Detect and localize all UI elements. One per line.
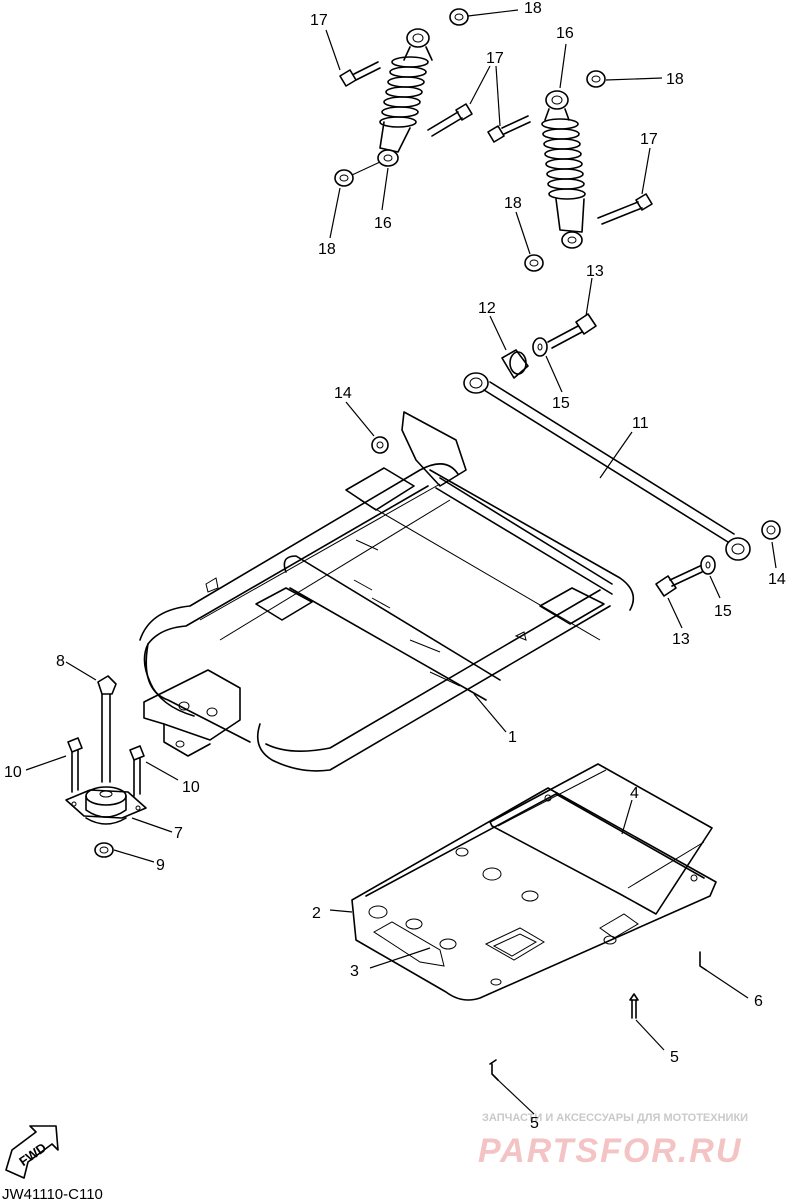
callout-18: 18: [318, 241, 336, 258]
callout-5: 5: [670, 1049, 679, 1066]
callout-13: 13: [586, 263, 604, 280]
engine-mount-nut[interactable]: [94, 842, 114, 858]
engine-mount-bolt-left[interactable]: [67, 737, 83, 793]
shock-right-lower-nut[interactable]: [524, 254, 544, 272]
callout-2: 2: [312, 905, 321, 922]
watermark: ЗАПЧАСТИ И АКСЕССУАРЫ ДЛЯ МОТОТЕХНИКИ PA…: [478, 1112, 748, 1170]
shock-left-lower-nut[interactable]: [334, 161, 381, 187]
shock-left-upper-bolt[interactable]: [339, 61, 381, 87]
main-frame[interactable]: [139, 411, 635, 772]
shock-left-lower-bolt[interactable]: [427, 103, 473, 137]
shock-absorber-right[interactable]: [541, 90, 586, 249]
floor-cover[interactable]: [489, 763, 713, 915]
callout-16: 16: [374, 215, 392, 232]
floor-insert-panel[interactable]: [373, 913, 639, 967]
callout-13: 13: [672, 631, 690, 648]
tie-rod[interactable]: [463, 372, 751, 561]
upper-tie-rod-bolt[interactable]: [547, 313, 597, 349]
diagram-code: JW41110-C110: [2, 1186, 103, 1202]
callout-18: 18: [504, 195, 522, 212]
callout-labels: 17 18 16 17 18 17 18 16 18 13 12 15 14 1…: [4, 0, 786, 1132]
shock-right-upper-nut[interactable]: [586, 70, 606, 88]
callout-11: 11: [632, 415, 649, 432]
callout-17: 17: [486, 50, 504, 67]
clip-6[interactable]: [699, 951, 707, 971]
frame-nut[interactable]: [371, 436, 389, 454]
fwd-label: FWD: [16, 1140, 49, 1169]
callout-1: 1: [508, 729, 517, 746]
shock-right-lower-bolt[interactable]: [597, 193, 653, 225]
callout-4: 4: [630, 785, 639, 802]
rivet-5a[interactable]: [629, 993, 639, 1019]
callout-14: 14: [768, 571, 786, 588]
callout-12: 12: [478, 300, 496, 317]
callout-16: 16: [556, 25, 574, 42]
callout-18: 18: [666, 71, 684, 88]
callout-6: 6: [754, 993, 763, 1010]
callout-5: 5: [530, 1115, 539, 1132]
upper-washer[interactable]: [532, 337, 548, 357]
callout-3: 3: [350, 963, 359, 980]
bushing[interactable]: [501, 349, 529, 379]
callout-17: 17: [640, 131, 658, 148]
callout-8: 8: [56, 653, 65, 670]
engine-mount-bolt-long[interactable]: [97, 675, 117, 783]
callout-15: 15: [552, 395, 570, 412]
tie-rod-end-nut[interactable]: [761, 520, 781, 540]
callout-7: 7: [174, 825, 183, 842]
callout-9: 9: [156, 857, 165, 874]
shock-right-upper-bolt[interactable]: [487, 115, 531, 143]
callout-18: 18: [524, 0, 542, 17]
engine-mount-bolt-right[interactable]: [129, 745, 145, 797]
watermark-tagline: ЗАПЧАСТИ И АКСЕССУАРЫ ДЛЯ МОТОТЕХНИКИ: [482, 1112, 748, 1124]
engine-mount-rubber[interactable]: [65, 786, 147, 825]
shock-absorber-left[interactable]: [377, 28, 433, 167]
fwd-arrow: FWD: [5, 1125, 59, 1179]
lower-washer[interactable]: [700, 555, 716, 575]
callout-10: 10: [4, 764, 22, 781]
callout-10: 10: [182, 779, 200, 796]
clip-5b[interactable]: [489, 1059, 499, 1081]
callout-14: 14: [334, 385, 352, 402]
leader-lines: [25, 9, 777, 1115]
callout-17: 17: [310, 12, 328, 29]
shock-left-upper-nut[interactable]: [449, 8, 469, 26]
watermark-brand: PARTSFOR.RU: [478, 1132, 742, 1170]
callout-15: 15: [714, 603, 732, 620]
lower-tie-rod-bolt[interactable]: [655, 565, 703, 597]
floor-plate[interactable]: [351, 787, 717, 1001]
